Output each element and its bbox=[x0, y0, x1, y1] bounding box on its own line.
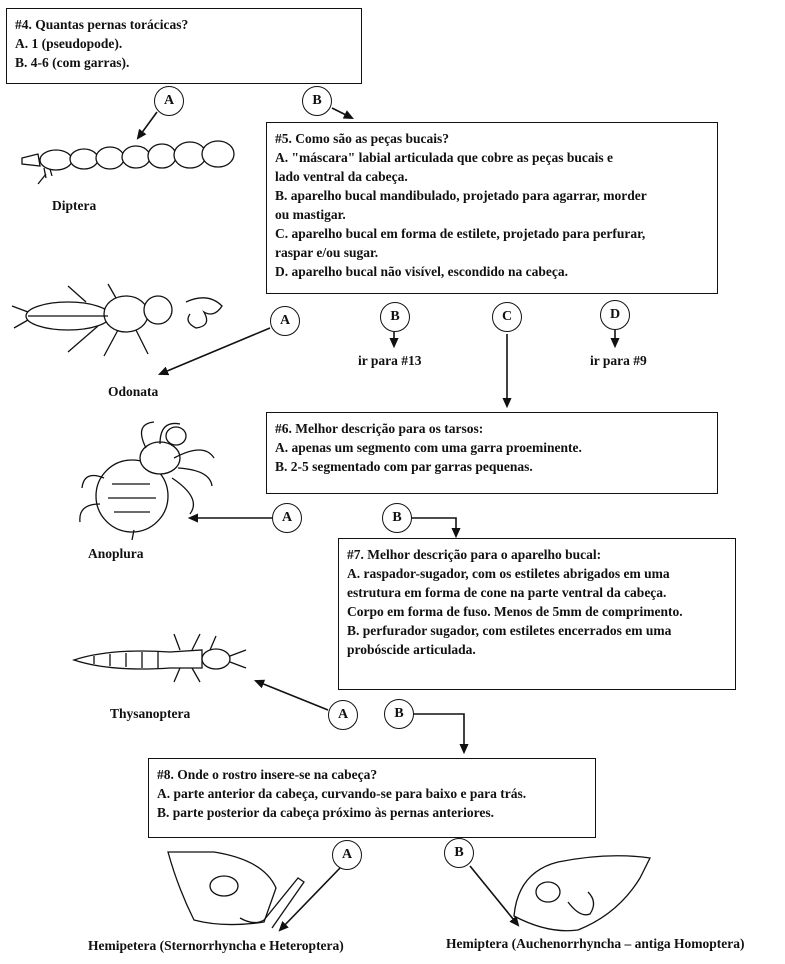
q6-option-b: B. 2-5 segmentado com par garras pequena… bbox=[275, 459, 533, 474]
q7-line: Corpo em forma de fuso. Menos de 5mm de … bbox=[347, 604, 683, 619]
q8-option-b: B. parte posterior da cabeça próximo às … bbox=[157, 805, 494, 820]
question-5-box: #5. Como são as peças bucais? A. "máscar… bbox=[266, 122, 718, 294]
choice-circle-q4-b[interactable]: B bbox=[302, 86, 332, 116]
q5-line: lado ventral da cabeça. bbox=[275, 169, 408, 184]
choice-circle-q6-b[interactable]: B bbox=[382, 503, 412, 533]
arrow-q5a-odonata bbox=[160, 327, 271, 374]
choice-circle-q5-b[interactable]: B bbox=[380, 302, 410, 332]
question-4-box: #4. Quantas pernas torácicas? A. 1 (pseu… bbox=[6, 8, 362, 84]
q7-line: probóscide articulada. bbox=[347, 642, 476, 657]
q4-option-a: A. 1 (pseudopode). bbox=[15, 36, 123, 51]
odonata-nymph-illustration bbox=[11, 283, 223, 357]
q7-line: B. perfurador sugador, com estiletes enc… bbox=[347, 623, 672, 638]
choice-circle-q5-a[interactable]: A bbox=[270, 306, 300, 336]
q5-line: C. aparelho bucal em forma de estilete, … bbox=[275, 226, 646, 241]
taxon-label-anoplura: Anoplura bbox=[88, 546, 144, 561]
q4-title: #4. Quantas pernas torácicas? bbox=[15, 17, 189, 32]
choice-circle-q5-c[interactable]: C bbox=[492, 302, 522, 332]
question-7-box: #7. Melhor descrição para o aparelho buc… bbox=[338, 538, 736, 690]
q4-option-b: B. 4-6 (com garras). bbox=[15, 55, 130, 70]
arrow-q7a-thysanoptera bbox=[256, 681, 329, 711]
goto-q9-label: ir para #9 bbox=[590, 353, 647, 368]
choice-circle-q7-a[interactable]: A bbox=[328, 700, 358, 730]
anoplura-louse-illustration bbox=[79, 421, 215, 541]
q8-option-a: A. parte anterior da cabeça, curvando-se… bbox=[157, 786, 527, 801]
choice-circle-q8-a[interactable]: A bbox=[332, 840, 362, 870]
q5-line: B. aparelho bucal mandibulado, projetado… bbox=[275, 188, 647, 203]
arrow-q8b-hemiptera bbox=[469, 865, 518, 925]
taxon-label-odonata: Odonata bbox=[108, 384, 159, 399]
taxon-label-thysanoptera: Thysanoptera bbox=[110, 706, 191, 721]
hemiptera-a-head-illustration bbox=[167, 851, 305, 929]
arrow-q7b-q8 bbox=[412, 713, 464, 752]
q5-line: D. aparelho bucal não visível, escondido… bbox=[275, 264, 569, 279]
q8-title: #8. Onde o rostro insere-se na cabeça? bbox=[157, 767, 378, 782]
choice-circle-q5-d[interactable]: D bbox=[600, 300, 630, 330]
q7-title: #7. Melhor descrição para o aparelho buc… bbox=[347, 547, 602, 562]
q6-option-a: A. apenas um segmento com uma garra proe… bbox=[275, 440, 582, 455]
question-6-box: #6. Melhor descrição para os tarsos: A. … bbox=[266, 412, 718, 494]
thysanoptera-thrips-illustration bbox=[71, 633, 247, 683]
arrow-q6b-q7 bbox=[411, 517, 456, 536]
q5-line: ou mastigar. bbox=[275, 207, 346, 222]
arrow-q4a-diptera bbox=[138, 111, 158, 138]
arrow-q4b-q5 bbox=[331, 107, 352, 118]
q5-line: raspar e/ou sugar. bbox=[275, 245, 379, 260]
taxon-label-diptera: Diptera bbox=[52, 198, 97, 213]
taxon-label-hemiptera-a: Hemipetera (Sternorrhyncha e Heteroptera… bbox=[88, 938, 344, 953]
hemiptera-b-head-illustration bbox=[513, 855, 651, 932]
q7-line: estrutura em forma de cone na parte vent… bbox=[347, 585, 667, 600]
choice-circle-q6-a[interactable]: A bbox=[272, 503, 302, 533]
q7-line: A. raspador-sugador, com os estiletes ab… bbox=[347, 566, 670, 581]
diptera-larva-illustration bbox=[21, 140, 235, 185]
choice-circle-q7-b[interactable]: B bbox=[384, 699, 414, 729]
taxon-label-hemiptera-b: Hemiptera (Auchenorrhyncha – antiga Homo… bbox=[446, 936, 745, 951]
arrow-q8a-hemiptera bbox=[280, 867, 341, 930]
choice-circle-q8-b[interactable]: B bbox=[444, 838, 474, 868]
choice-circle-q4-a[interactable]: A bbox=[154, 86, 184, 116]
question-8-box: #8. Onde o rostro insere-se na cabeça? A… bbox=[148, 758, 596, 838]
q5-title: #5. Como são as peças bucais? bbox=[275, 131, 450, 146]
q6-title: #6. Melhor descrição para os tarsos: bbox=[275, 421, 484, 436]
goto-q13-label: ir para #13 bbox=[358, 353, 422, 368]
q5-line: A. "máscara" labial articulada que cobre… bbox=[275, 150, 613, 165]
